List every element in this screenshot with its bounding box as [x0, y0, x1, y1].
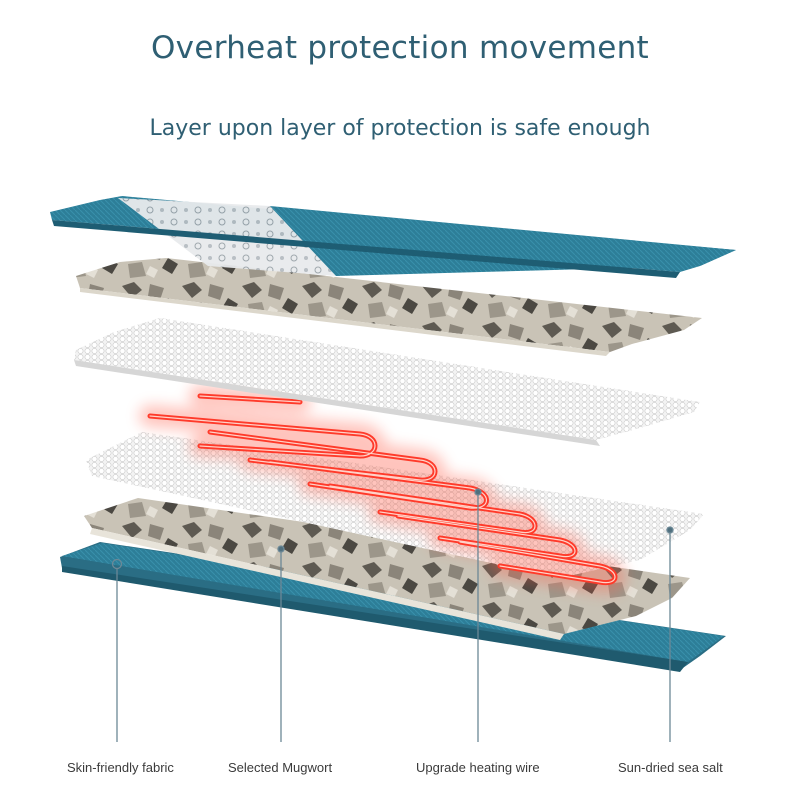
mugwort-layer [76, 258, 702, 352]
mugwort-marker [277, 545, 285, 553]
fabric-marker [111, 558, 123, 570]
page-title: Overheat protection movement [150, 30, 649, 66]
label-skin-friendly-fabric: Skin-friendly fabric [67, 760, 174, 775]
label-sun-dried-sea-salt: Sun-dried sea salt [618, 760, 723, 775]
label-upgrade-heating-wire: Upgrade heating wire [416, 760, 540, 775]
callout-salt [666, 526, 674, 742]
page-subtitle: Layer upon layer of protection is safe e… [149, 116, 651, 141]
callout-wire [474, 488, 482, 742]
label-selected-mugwort: Selected Mugwort [228, 760, 333, 775]
upper-honeycomb-layer [74, 318, 700, 440]
sea-salt-layer [84, 498, 690, 634]
heating-wire [139, 385, 626, 594]
wire-marker [474, 488, 482, 496]
salt-marker [666, 526, 674, 534]
callout-mugwort [277, 545, 285, 742]
callout-fabric [111, 558, 123, 742]
